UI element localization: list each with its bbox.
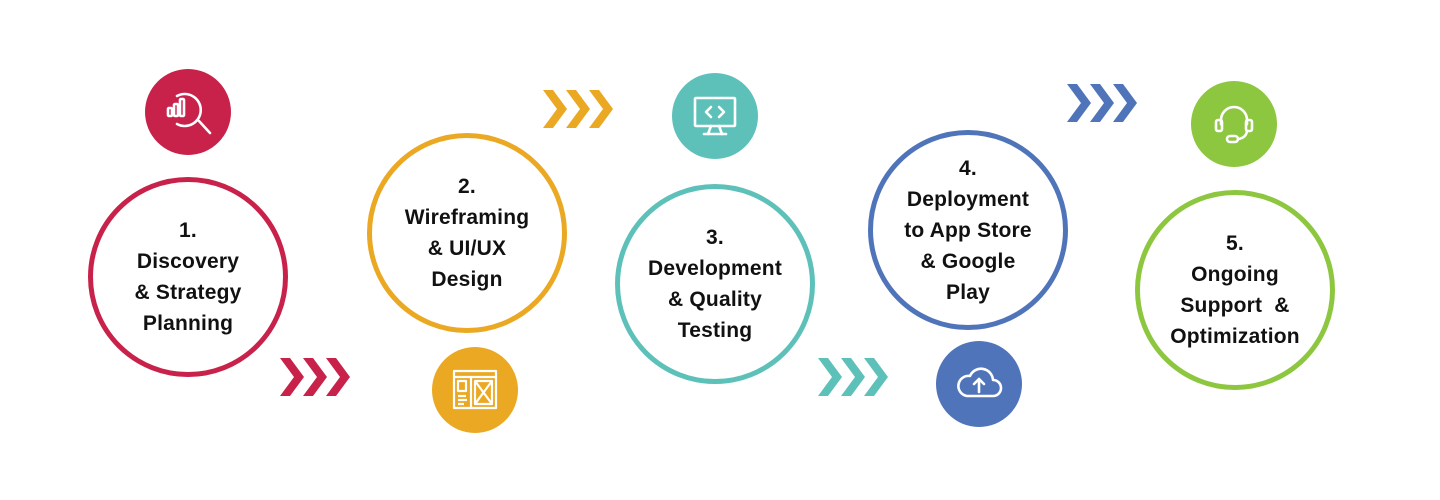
step-2-label: 2. Wireframing & UI/UX Design bbox=[405, 171, 530, 295]
step-2-circle: 2. Wireframing & UI/UX Design bbox=[367, 133, 567, 333]
step-1-line: Planning bbox=[142, 312, 234, 335]
step-2-line: Wireframing bbox=[404, 206, 530, 229]
step-2-line: Design bbox=[431, 268, 503, 291]
step-5-line: Ongoing bbox=[1191, 263, 1279, 286]
headset-support-icon bbox=[1214, 105, 1254, 144]
cloud-upload-icon bbox=[957, 367, 1003, 398]
step-3-line: & Quality bbox=[668, 288, 762, 311]
step-4-label: 4. Deployment to App Store & Google Play bbox=[904, 153, 1032, 308]
step-4-icon-badge bbox=[936, 341, 1022, 427]
step-1-number: 1. bbox=[179, 219, 197, 242]
step-4-number: 4. bbox=[959, 156, 977, 180]
step-5-line: Support & bbox=[1180, 294, 1290, 317]
chevrons-right-icon bbox=[280, 358, 350, 396]
step-4-line: to App Store bbox=[904, 218, 1032, 242]
step-1-line: & Strategy bbox=[134, 281, 242, 304]
step-5-label: 5. Ongoing Support & Optimization bbox=[1170, 228, 1300, 352]
step-3-number: 3. bbox=[706, 226, 724, 249]
chevrons-right-icon bbox=[543, 90, 613, 128]
analytics-search-icon bbox=[166, 92, 212, 135]
step-1-icon-badge bbox=[145, 69, 231, 155]
step-5-icon-badge bbox=[1191, 81, 1277, 167]
step-1-circle: 1. Discovery & Strategy Planning bbox=[88, 177, 288, 377]
step-3-line: Development bbox=[647, 257, 783, 280]
step-3-label: 3. Development & Quality Testing bbox=[648, 222, 782, 346]
code-monitor-icon bbox=[693, 96, 737, 136]
step-3-circle: 3. Development & Quality Testing bbox=[615, 184, 815, 384]
chevrons-right-icon bbox=[1067, 84, 1137, 122]
step-5-number: 5. bbox=[1226, 232, 1244, 255]
step-3-line: Testing bbox=[677, 319, 753, 342]
step-3-icon-badge bbox=[672, 73, 758, 159]
step-4-line: Play bbox=[946, 280, 990, 304]
step-2-number: 2. bbox=[458, 175, 476, 198]
step-2-line: & UI/UX bbox=[427, 237, 507, 260]
step-2-icon-badge bbox=[432, 347, 518, 433]
step-5-line: Optimization bbox=[1170, 325, 1300, 348]
step-5-circle: 5. Ongoing Support & Optimization bbox=[1135, 190, 1335, 390]
step-4-line: Deployment bbox=[906, 187, 1030, 211]
wireframe-layout-icon bbox=[452, 369, 498, 410]
step-1-label: 1. Discovery & Strategy Planning bbox=[134, 215, 241, 339]
step-4-line: & Google bbox=[920, 249, 1016, 273]
step-1-line: Discovery bbox=[136, 250, 240, 273]
step-4-circle: 4. Deployment to App Store & Google Play bbox=[868, 130, 1068, 330]
chevrons-right-icon bbox=[818, 358, 888, 396]
